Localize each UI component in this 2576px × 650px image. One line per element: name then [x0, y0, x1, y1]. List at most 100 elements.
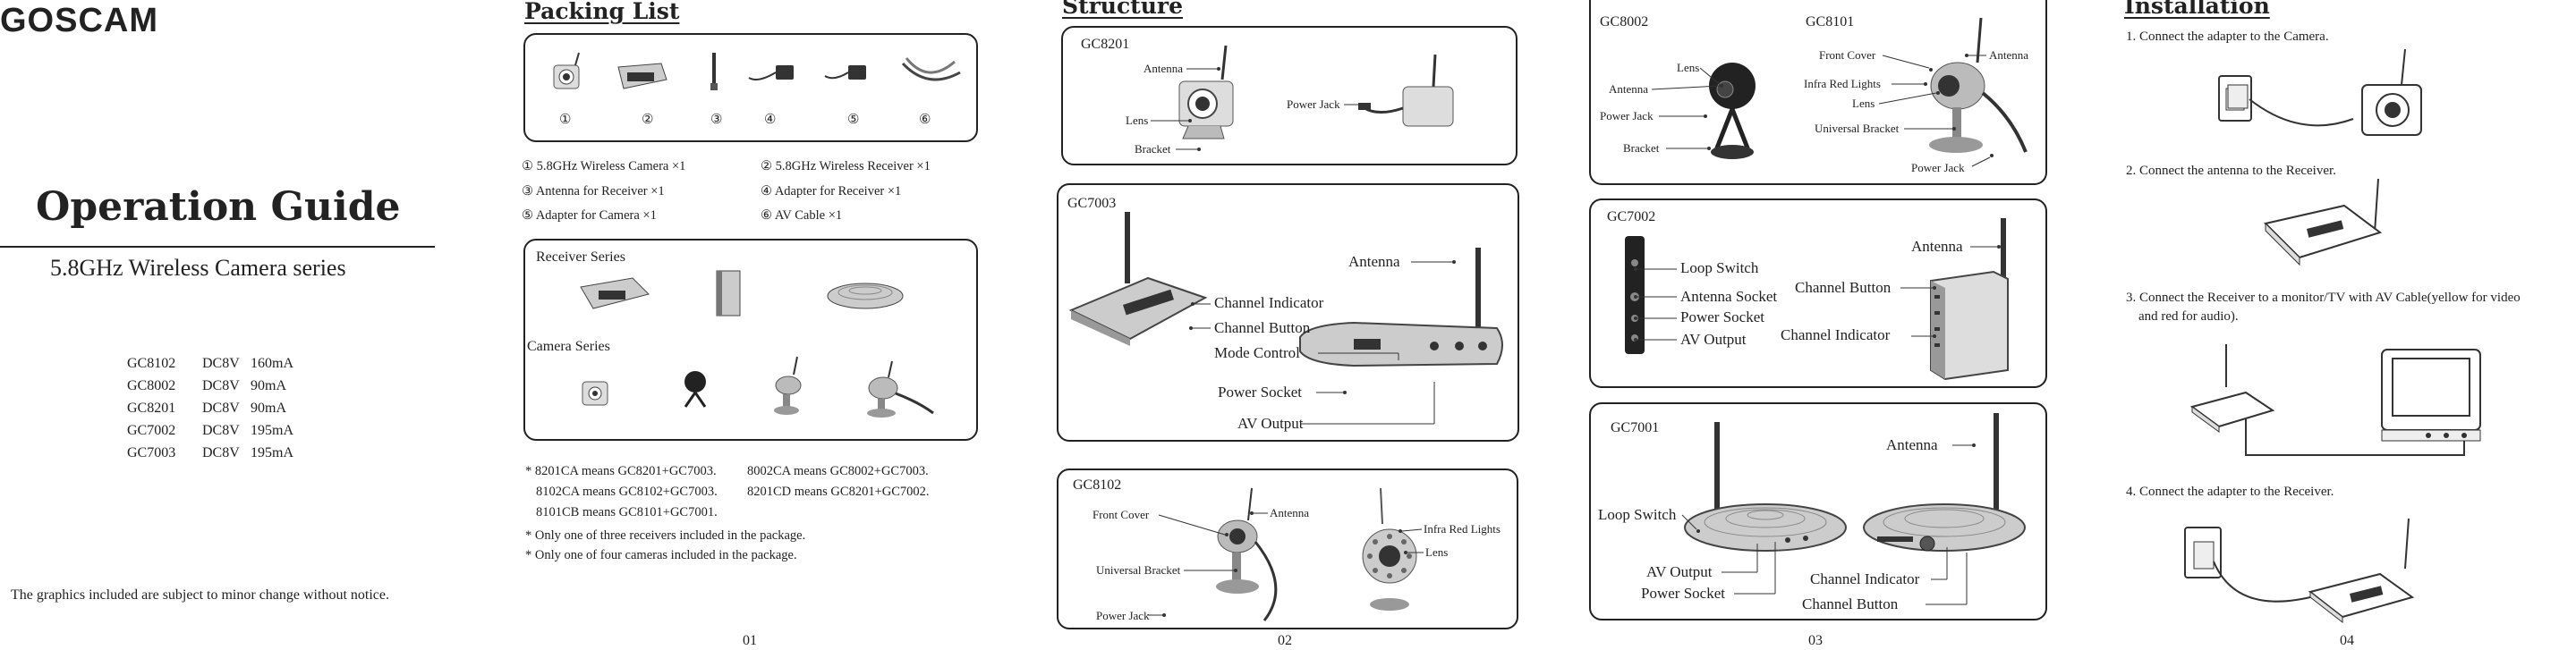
gc7002-channel-indicator-label: Channel Indicator: [1781, 326, 1891, 343]
gc7003-av-output-label: AV Output: [1237, 415, 1304, 432]
spec-power: DC8V: [202, 445, 240, 460]
gc8002-bracket-label: Bracket: [1623, 141, 1660, 155]
antenna-illustration: [710, 53, 718, 90]
camera-8201-illustration: [582, 381, 608, 406]
page-number: 04: [2340, 633, 2354, 648]
spec-model: GC8002: [127, 378, 176, 393]
gc8201-antenna-label: Antenna: [1143, 62, 1184, 75]
install-step: 4. Connect the adapter to the Receiver.: [2126, 485, 2334, 499]
step2-illustration: [2264, 178, 2383, 266]
gc7002-power-socket-label: Power Socket: [1680, 308, 1764, 325]
gc7003-rear-illustration: [1299, 248, 1503, 367]
gc8102-side-illustration: [1216, 487, 1278, 621]
spec-model: GC8102: [127, 356, 176, 371]
package-note: 8002CA means GC8002+GC7003.: [747, 464, 929, 478]
gc7001-box: GC7001 Antenna Loop Switch AV Output Pow…: [1589, 402, 2047, 620]
item-number: ④: [764, 113, 777, 127]
gc8101-front-cover-label: Front Cover: [1819, 48, 1876, 62]
gc7002-side-illustration: [1625, 236, 1645, 354]
gc8002-gc8101-box: GC8002 GC8101 Lens Antenna Power Jack Br…: [1589, 0, 2047, 185]
gc8102-front-cover-label: Front Cover: [1092, 508, 1150, 521]
package-note: * 8201CA means GC8201+GC7003.: [525, 464, 717, 478]
page-number: 01: [743, 633, 757, 648]
gc7002-antenna-socket-label: Antenna Socket: [1680, 288, 1778, 305]
gc8101-lens-label: Lens: [1852, 97, 1875, 110]
structure-title: Structure: [1062, 0, 1183, 19]
gc8102-leaders: [1148, 511, 1424, 617]
page-number: 03: [1808, 633, 1823, 648]
gc8002-antenna-label: Antenna: [1609, 82, 1649, 96]
gc8101-universal-bracket-label: Universal Bracket: [1815, 122, 1900, 135]
gc7001-av-output-label: AV Output: [1646, 563, 1713, 580]
gc7002-av-output-label: AV Output: [1680, 331, 1747, 348]
gc7002-leaders: [1634, 245, 2001, 342]
spec-model: GC8201: [127, 401, 176, 416]
camera-series-label: Camera Series: [527, 339, 610, 354]
gc8102-universal-bracket-label: Universal Bracket: [1096, 563, 1181, 577]
gc8102-power-jack-label: Power Jack: [1096, 609, 1150, 622]
gc8101-infra-red-label: Infra Red Lights: [1804, 77, 1881, 90]
spec-power: DC8V: [202, 401, 240, 416]
install-step: 3. Connect the Receiver to a monitor/TV …: [2126, 291, 2521, 305]
item-number: ⑥: [919, 113, 931, 127]
item-number: ②: [642, 113, 654, 127]
gc8201-lens-label: Lens: [1126, 114, 1149, 127]
packing-item: ① 5.8GHz Wireless Camera ×1: [522, 159, 686, 173]
gc8102-front-illustration: [1362, 487, 1417, 611]
gc8101-power-jack-label: Power Jack: [1911, 161, 1965, 174]
gc8201-box: GC8201 Antenna Lens Bracket Power Jack: [1061, 26, 1518, 165]
packing-item: ③ Antenna for Receiver ×1: [522, 184, 665, 198]
gc7003-leaders: [1189, 260, 1456, 425]
receiver-series-label: Receiver Series: [536, 249, 625, 265]
gc7003-power-socket-label: Power Socket: [1218, 384, 1302, 401]
package-note: * Only one of three receivers included i…: [525, 528, 806, 543]
gc7002-channel-button-label: Channel Button: [1795, 279, 1892, 296]
spec-model: GC7002: [127, 423, 176, 438]
packing-item: ④ Adapter for Receiver ×1: [761, 184, 902, 198]
gc7001-channel-button-label: Channel Button: [1802, 595, 1899, 612]
gc8002-lens-label: Lens: [1677, 61, 1700, 74]
packing-title: Packing List: [524, 0, 680, 24]
packing-items-box: ① ② ③ ④ ⑤ ⑥: [523, 33, 978, 142]
model-label: GC8102: [1073, 477, 1122, 493]
gc8101-camera-illustration: [1929, 17, 2028, 153]
step3-illustration: [2189, 344, 2481, 456]
page-number: 02: [1278, 633, 1292, 648]
receiver-7003-illustration: [580, 277, 650, 309]
model-label: GC8201: [1081, 37, 1130, 52]
gc7003-channel-indicator-label: Channel Indicator: [1214, 294, 1324, 311]
camera-8002-illustration: [684, 371, 707, 408]
gc8102-infra-red-label: Infra Red Lights: [1424, 522, 1501, 536]
gc7001-power-socket-label: Power Socket: [1641, 585, 1725, 602]
cover-title: Operation Guide: [36, 184, 401, 230]
gc7001-channel-indicator-label: Channel Indicator: [1810, 570, 1920, 587]
brand-logo: GOSCAM: [0, 2, 158, 39]
spec-current: 90mA: [251, 378, 286, 393]
spec-power: DC8V: [202, 356, 240, 371]
gc8201-camera-illustration: [1178, 45, 1234, 139]
package-note: * Only one of four cameras included in t…: [525, 548, 797, 562]
item-number: ③: [710, 113, 723, 127]
cover-notice: The graphics included are subject to min…: [11, 587, 389, 603]
gc7003-channel-button-label: Channel Button: [1214, 319, 1311, 336]
gc7001-right-illustration: [1863, 413, 2026, 552]
item-number: ⑤: [847, 113, 860, 127]
gc7003-mode-control-label: Mode Control: [1214, 344, 1300, 361]
gc7003-front-illustration: [1068, 212, 1208, 346]
cover-title-rule: [0, 246, 435, 248]
gc8002-power-jack-label: Power Jack: [1600, 109, 1654, 122]
model-label: GC7003: [1067, 196, 1117, 211]
gc8102-lens-label: Lens: [1425, 545, 1449, 559]
gc8201-leaders: [1151, 67, 1369, 151]
gc7003-box: GC7003 Antenna Channel Indicator Channel…: [1057, 183, 1519, 442]
spec-current: 195mA: [251, 423, 293, 438]
receiver-7002-illustration: [716, 270, 741, 317]
step4-illustration: [2184, 518, 2415, 624]
spec-current: 90mA: [251, 401, 286, 416]
packing-item: ⑥ AV Cable ×1: [761, 208, 843, 223]
model-label: GC8101: [1806, 14, 1855, 30]
gc7001-loop-switch-label: Loop Switch: [1598, 506, 1677, 523]
cover-subtitle: 5.8GHz Wireless Camera series: [50, 255, 346, 281]
gc7001-left-illustration: [1684, 422, 1847, 552]
